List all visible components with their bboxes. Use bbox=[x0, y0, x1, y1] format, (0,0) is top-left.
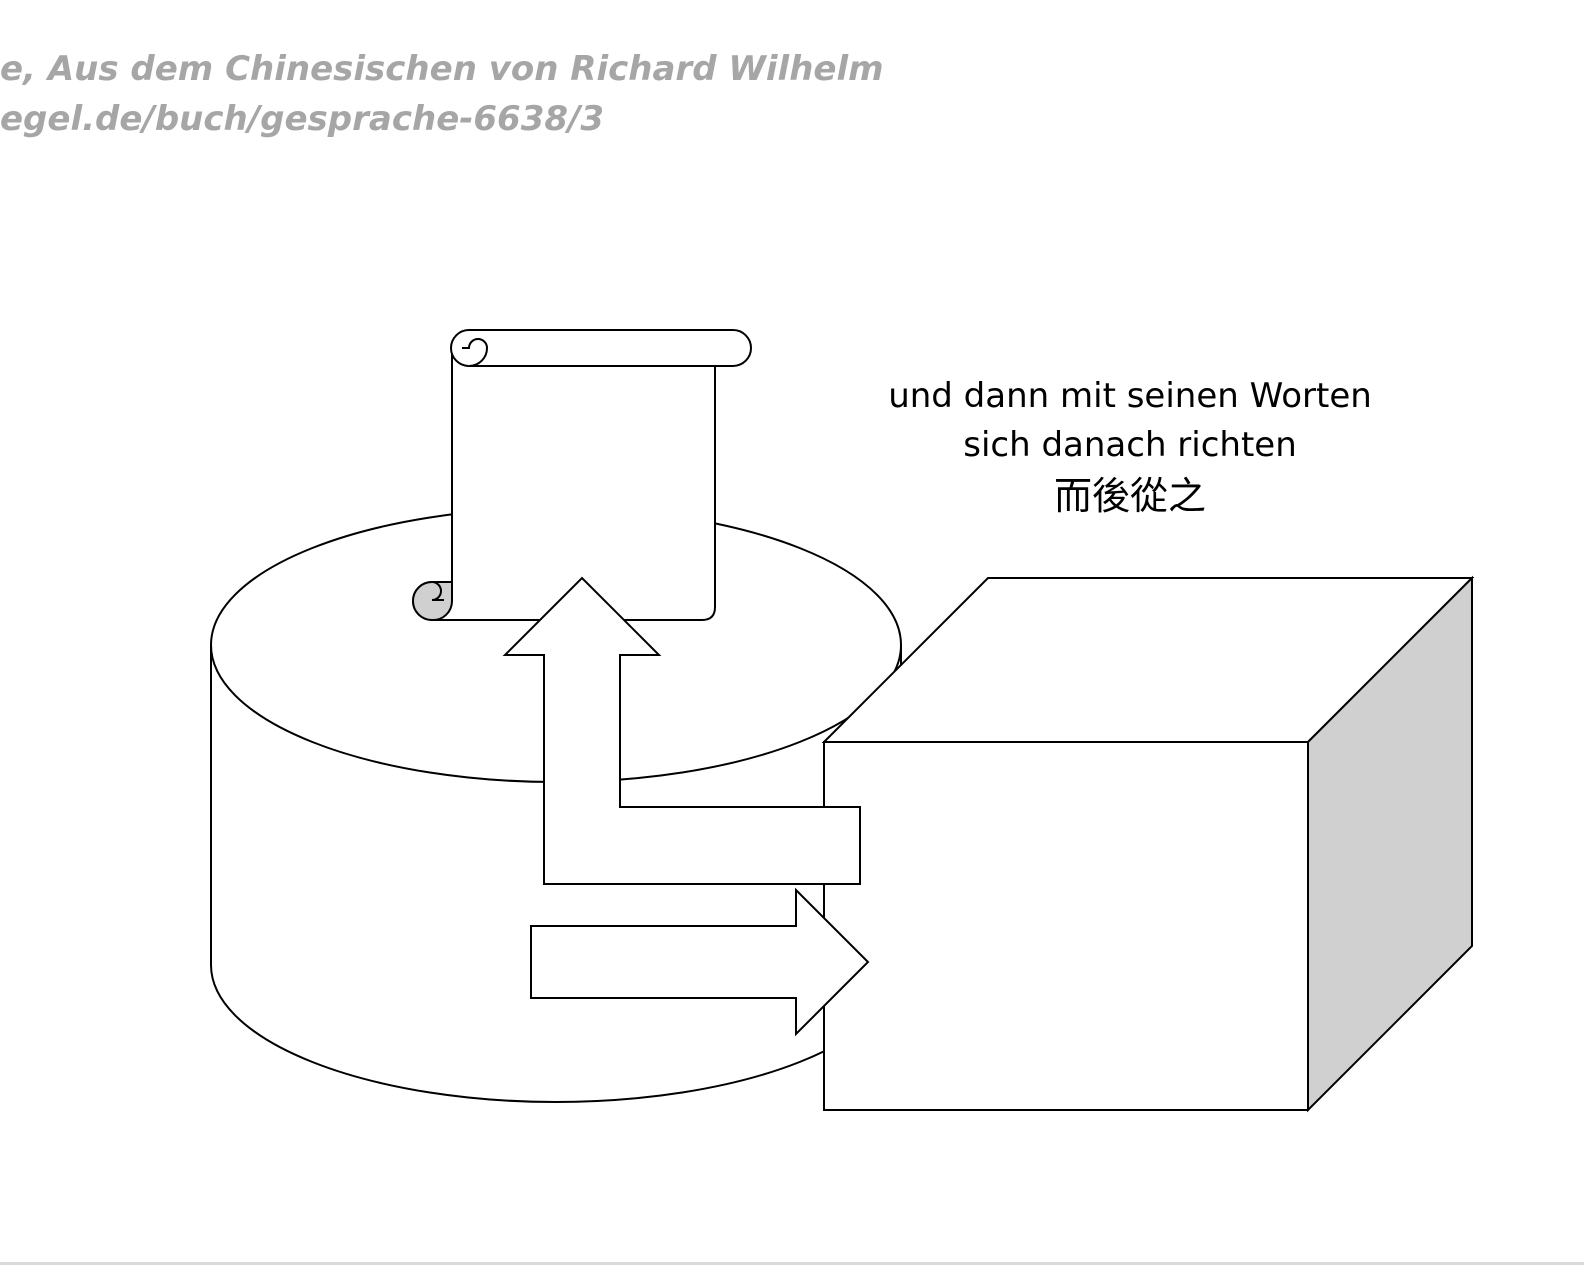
source-citation: e, Aus dem Chinesischen von Richard Wilh… bbox=[0, 44, 884, 144]
bottom-divider bbox=[0, 1262, 1584, 1265]
right-arrow bbox=[530, 887, 870, 1037]
diagram-caption: und dann mit seinen Worten sich danach r… bbox=[820, 372, 1440, 522]
scroll-top-curl bbox=[462, 338, 489, 367]
scroll-top-roll bbox=[450, 329, 752, 367]
scroll-bottom-curl bbox=[412, 581, 454, 622]
scroll-sheet bbox=[412, 347, 716, 621]
source-citation-line-2: egel.de/buch/gesprache-6638/3 bbox=[0, 99, 605, 139]
scroll-bottom-curl-detail bbox=[431, 581, 444, 601]
caption-line-2: sich danach richten bbox=[963, 425, 1297, 465]
caption-chinese: 而後從之 bbox=[1053, 474, 1206, 518]
cube-shape bbox=[821, 575, 1475, 1113]
caption-line-1: und dann mit seinen Worten bbox=[888, 376, 1372, 416]
source-citation-line-1: e, Aus dem Chinesischen von Richard Wilh… bbox=[0, 49, 884, 89]
bent-up-arrow bbox=[502, 576, 861, 885]
cube-front-face bbox=[823, 741, 1309, 1111]
scroll-shape bbox=[412, 329, 752, 622]
